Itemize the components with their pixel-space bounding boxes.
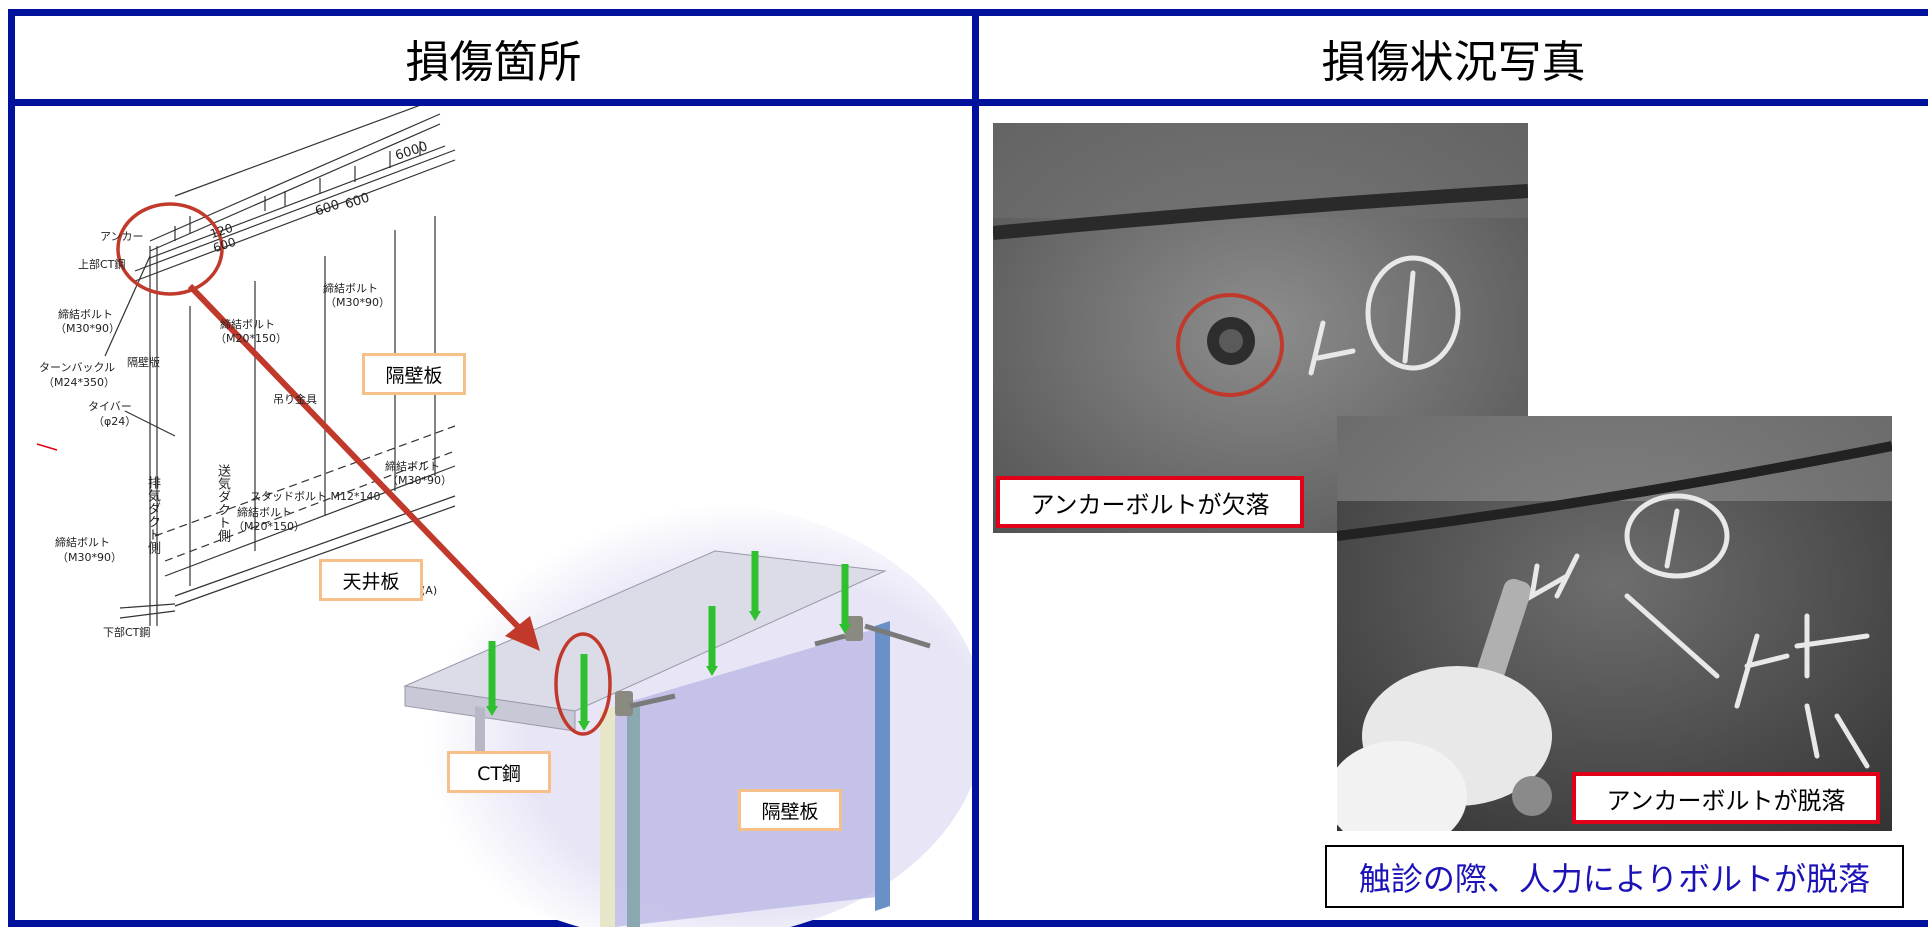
callout-bolt5-spec: （M30*90） xyxy=(387,474,452,487)
note-palpation-dislodged: 触診の際、人力によりボルトが脱落 xyxy=(1325,845,1904,908)
callout-anchor: アンカー xyxy=(100,230,144,243)
callout-partition-plate: 隔壁版 xyxy=(127,356,160,369)
table-frame xyxy=(8,9,1928,927)
caption-anchor-dislodged: アンカーボルトが脱落 xyxy=(1572,772,1880,824)
callout-upper-ct: 上部CT鋼 xyxy=(78,258,126,271)
callout-bolt4-spec: （M20*150） xyxy=(233,520,305,533)
callout-bolt2-spec: （M20*150） xyxy=(215,332,287,345)
header-divider xyxy=(8,99,1928,106)
callout-bolt1: 締結ボルト xyxy=(58,308,113,321)
callout-bolt3-spec: （M30*90） xyxy=(325,296,390,309)
label-partition-wall-bottom: 隔壁板 xyxy=(738,789,842,831)
callout-turnbuckle: ターンバックル xyxy=(39,361,116,374)
callout-tiebar: タイバー xyxy=(88,400,132,413)
callout-lower-ct: 下部CT鋼 xyxy=(103,626,151,639)
callout-turnbuckle-spec: （M24*350） xyxy=(43,376,115,389)
caption-anchor-missing: アンカーボルトが欠落 xyxy=(996,476,1304,528)
callout-bolt6: 締結ボルト xyxy=(55,536,110,549)
callout-bolt4: 締結ボルト xyxy=(237,506,292,519)
callout-exhaust-duct: 排気ダクト側 xyxy=(145,476,160,554)
header-damage-photos: 損傷状況写真 xyxy=(1321,36,1586,88)
callout-tiebar-spec: （φ24） xyxy=(93,415,137,428)
label-ceiling-plate: 天井板 xyxy=(319,559,423,601)
column-divider xyxy=(972,9,979,927)
callout-bolt6-spec: （M30*90） xyxy=(57,551,122,564)
damage-photos: アンカーボルトが欠落 アンカーボルトが脱落 触診の際、人力によりボルトが脱落 xyxy=(979,106,1928,927)
header-damage-location: 損傷箇所 xyxy=(405,36,582,88)
photo-dislodged-anchor xyxy=(1337,416,1892,831)
callout-stud-bolt: スタッドボルト M12*140 xyxy=(250,490,381,503)
callout-bolt2: 締結ボルト xyxy=(220,318,275,331)
callout-hanger: 吊り金具 xyxy=(273,393,317,406)
structural-diagram: 6000 600 600 120 600 アンカー 上部CT鋼 締結ボルト （M… xyxy=(15,106,972,927)
callout-supply-duct: 送気ダクト側 xyxy=(215,464,230,542)
label-ct-steel: CT鋼 xyxy=(447,751,551,793)
callout-bolt3: 締結ボルト xyxy=(323,282,378,295)
callout-bolt5: 締結ボルト xyxy=(385,460,440,473)
callout-bolt1-spec: （M30*90） xyxy=(55,322,120,335)
label-partition-wall-top: 隔壁板 xyxy=(362,353,466,395)
